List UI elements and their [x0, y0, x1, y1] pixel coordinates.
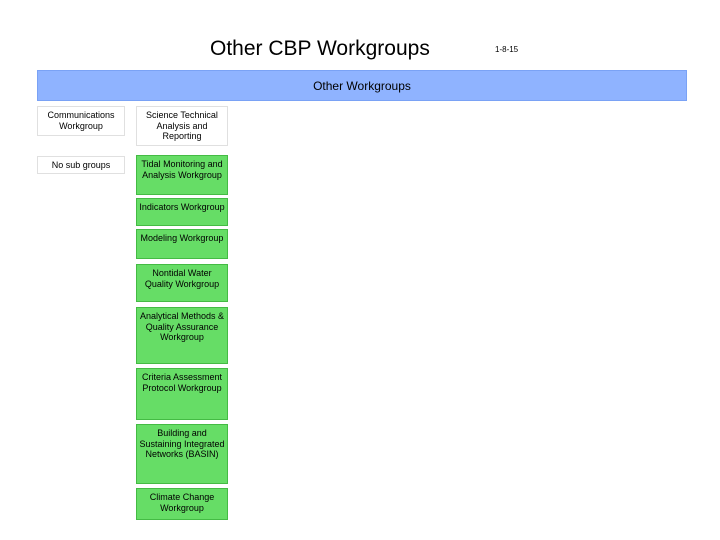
tidal-monitoring-workgroup-box: Tidal Monitoring and Analysis Workgroup [136, 155, 228, 195]
communications-workgroup-label: Communications Workgroup [47, 110, 115, 131]
modeling-workgroup-box: Modeling Workgroup [136, 229, 228, 259]
nontidal-water-quality-workgroup-box: Nontidal Water Quality Workgroup [136, 264, 228, 302]
workgroup-label: Tidal Monitoring and Analysis Workgroup [141, 159, 223, 180]
communications-workgroup-box: Communications Workgroup [37, 106, 125, 136]
workgroup-label: Criteria Assessment Protocol Workgroup [141, 372, 223, 393]
workgroup-label: Analytical Methods & Quality Assurance W… [139, 311, 225, 342]
science-technical-analysis-label: Science Technical Analysis and Reporting [146, 110, 218, 141]
criteria-assessment-workgroup-box: Criteria Assessment Protocol Workgroup [136, 368, 228, 420]
other-workgroups-header: Other Workgroups [37, 70, 687, 101]
no-subgroups-label: No sub groups [51, 160, 111, 170]
date-label: 1-8-15 [495, 45, 519, 54]
indicators-workgroup-box: Indicators Workgroup [136, 198, 228, 226]
header-label: Other Workgroups [313, 78, 411, 93]
analytical-methods-workgroup-box: Analytical Methods & Quality Assurance W… [136, 307, 228, 364]
page-title: Other CBP Workgroups [210, 37, 430, 60]
science-technical-analysis-box: Science Technical Analysis and Reporting [136, 106, 228, 146]
basin-workgroup-box: Building and Sustaining Integrated Netwo… [136, 424, 228, 484]
workgroup-label: Building and Sustaining Integrated Netwo… [139, 428, 225, 459]
no-subgroups-box: No sub groups [37, 156, 125, 174]
workgroup-label: Modeling Workgroup [140, 233, 224, 243]
climate-change-workgroup-box: Climate Change Workgroup [136, 488, 228, 520]
workgroup-label: Nontidal Water Quality Workgroup [144, 268, 220, 289]
workgroup-label: Indicators Workgroup [139, 202, 225, 212]
workgroup-label: Climate Change Workgroup [149, 492, 215, 513]
